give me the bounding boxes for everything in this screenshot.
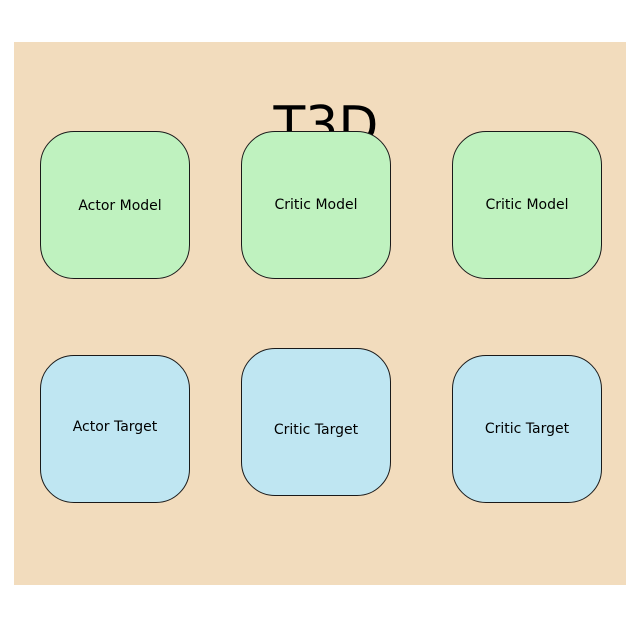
critic-target-label-2: Critic Target xyxy=(484,421,570,437)
actor-target-node: Actor Target xyxy=(40,355,190,503)
actor-target-label: Actor Target xyxy=(72,419,158,435)
actor-model-label: Actor Model xyxy=(78,198,162,214)
diagram-panel: T3D xyxy=(14,42,626,585)
critic-model-node-2: Critic Model xyxy=(452,131,602,279)
critic-target-node-1: Critic Target xyxy=(241,348,391,496)
critic-target-node-2: Critic Target xyxy=(452,355,602,503)
critic-model-label-2: Critic Model xyxy=(485,197,569,213)
actor-model-node: Actor Model xyxy=(40,131,190,279)
critic-target-label-1: Critic Target xyxy=(273,422,359,438)
critic-model-node-1: Critic Model xyxy=(241,131,391,279)
critic-model-label-1: Critic Model xyxy=(274,197,358,213)
